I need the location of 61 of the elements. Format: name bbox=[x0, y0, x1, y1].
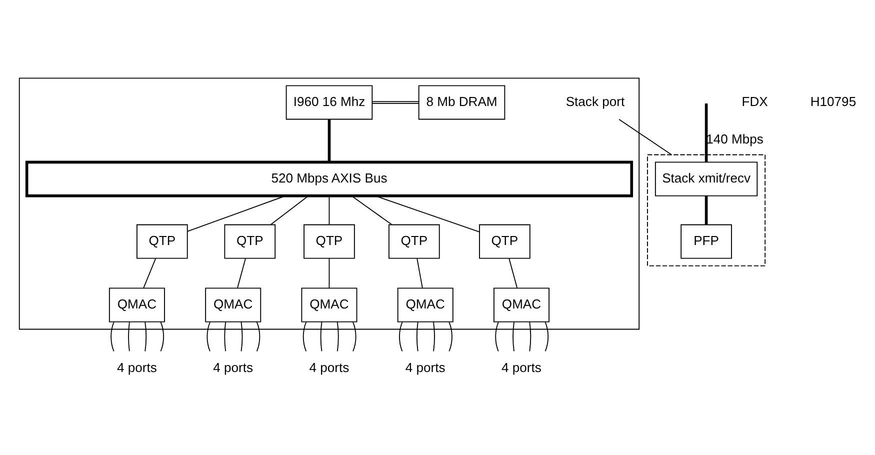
connector bbox=[374, 194, 480, 232]
connector bbox=[618, 118, 672, 155]
connector bbox=[529, 321, 532, 352]
node-text: 4 ports bbox=[309, 359, 350, 374]
connector bbox=[144, 321, 147, 352]
node-box: QMAC bbox=[397, 287, 454, 322]
node-text: 4 ports bbox=[405, 359, 446, 374]
connector bbox=[433, 321, 435, 352]
node-box: QTP bbox=[224, 224, 276, 258]
connector bbox=[320, 321, 322, 352]
node-box: 520 Mbps AXIS Bus bbox=[25, 160, 634, 197]
connector bbox=[128, 321, 130, 352]
node-box: QTP bbox=[304, 224, 355, 258]
node-box: 8 Mb DRAM bbox=[418, 84, 506, 120]
connector bbox=[351, 194, 392, 225]
connector bbox=[704, 195, 708, 224]
node-box: QMAC bbox=[494, 287, 550, 322]
connector bbox=[270, 194, 309, 225]
node-box: Stack xmit/recv bbox=[654, 161, 758, 196]
connector bbox=[240, 321, 243, 352]
connector bbox=[512, 321, 514, 352]
connector bbox=[544, 321, 549, 352]
node-box: QTP bbox=[388, 224, 440, 258]
connector bbox=[336, 321, 339, 352]
connector bbox=[416, 258, 423, 288]
connector bbox=[302, 321, 307, 352]
connector bbox=[224, 321, 226, 352]
node-text: Stack port bbox=[566, 93, 625, 108]
node-text: 4 ports bbox=[502, 359, 542, 374]
connector bbox=[448, 321, 452, 352]
cluster bbox=[647, 154, 766, 266]
node-box: I960 16 Mhz bbox=[286, 84, 373, 120]
connector bbox=[256, 321, 260, 352]
node-box: QTP bbox=[136, 224, 188, 258]
connector bbox=[372, 100, 420, 104]
connector bbox=[206, 321, 210, 352]
cluster bbox=[18, 77, 640, 330]
connector bbox=[187, 194, 286, 232]
node-box: QTP bbox=[479, 224, 530, 258]
connector bbox=[328, 258, 330, 288]
connector bbox=[143, 258, 156, 288]
node-text: 4 ports bbox=[213, 359, 254, 374]
connector bbox=[328, 194, 330, 225]
node-text: 4 ports bbox=[117, 359, 157, 374]
node-box: QMAC bbox=[108, 287, 165, 322]
node-box: PFP bbox=[680, 224, 732, 258]
connector bbox=[352, 321, 356, 352]
connector bbox=[704, 102, 708, 162]
connector bbox=[416, 321, 418, 352]
label: FDX bbox=[742, 93, 768, 108]
label: H10795 bbox=[810, 93, 856, 108]
connector bbox=[495, 321, 499, 352]
connector bbox=[508, 258, 518, 288]
connector bbox=[160, 321, 164, 352]
connector bbox=[110, 321, 114, 352]
connector bbox=[328, 119, 331, 162]
edge-label: 140 Mbps bbox=[706, 131, 764, 146]
node-box: QMAC bbox=[301, 287, 358, 322]
connector bbox=[399, 321, 403, 352]
connector bbox=[237, 258, 246, 288]
node-box: QMAC bbox=[205, 287, 262, 322]
